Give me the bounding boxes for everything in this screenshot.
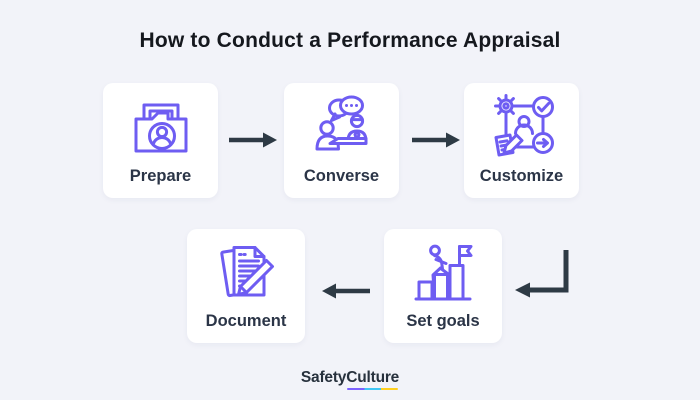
step-label: Prepare bbox=[129, 167, 192, 185]
brand-logo: SafetyCulture bbox=[0, 369, 700, 390]
brand-culture: Culture bbox=[346, 369, 399, 390]
step-card-prepare: Prepare bbox=[103, 83, 218, 198]
step-label: Document bbox=[205, 312, 287, 330]
step-label: Set goals bbox=[406, 312, 480, 330]
folder-profile-icon bbox=[125, 91, 197, 163]
step-card-customize: Customize bbox=[464, 83, 579, 198]
brand-underline bbox=[347, 387, 399, 390]
conversation-icon bbox=[306, 91, 378, 163]
arrow-right-icon bbox=[411, 131, 461, 154]
page-title: How to Conduct a Performance Appraisal bbox=[139, 29, 561, 52]
document-pencil-icon bbox=[210, 237, 282, 309]
brand-safety: Safety bbox=[300, 369, 347, 386]
step-card-document: Document bbox=[187, 229, 305, 343]
arrow-right-icon bbox=[228, 131, 278, 154]
arrow-left-icon bbox=[321, 282, 371, 305]
arrow-elbow-icon bbox=[512, 249, 574, 304]
step-label: Converse bbox=[303, 167, 380, 185]
customize-workflow-icon bbox=[486, 91, 558, 163]
step-label: Customize bbox=[479, 167, 564, 185]
goal-flag-icon bbox=[407, 237, 479, 309]
step-card-converse: Converse bbox=[284, 83, 399, 198]
step-card-set-goals: Set goals bbox=[384, 229, 502, 343]
